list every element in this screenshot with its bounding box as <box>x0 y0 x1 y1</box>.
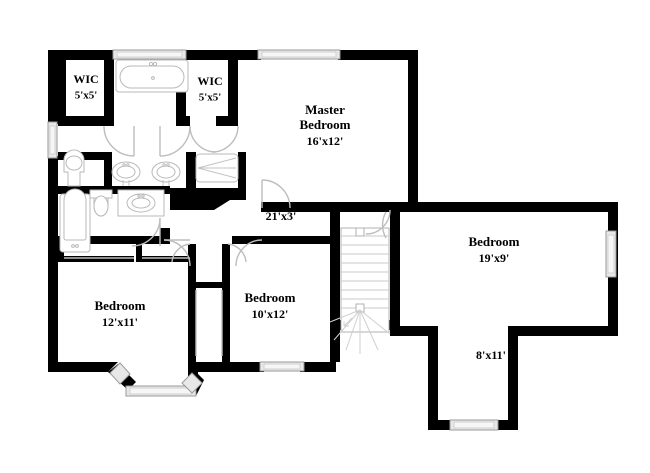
wall-shower-right <box>238 152 246 200</box>
door-bedroom-left <box>163 239 191 267</box>
wall-wic-left-right <box>104 60 114 126</box>
bedroom-left-name: Bedroom <box>94 298 145 313</box>
wall-bay-right-flat <box>188 362 198 376</box>
stair-top-post <box>355 227 365 237</box>
wall-left-bedroom-top <box>48 236 168 244</box>
wall-right-step <box>508 326 618 336</box>
wall-linen-shelf <box>188 282 230 288</box>
wall-wic-right-bottom-b <box>216 116 238 126</box>
stair-treads <box>341 235 389 309</box>
wall-top-mid <box>185 50 261 60</box>
wall-top-right <box>338 50 418 60</box>
door-master-bedroom <box>261 179 291 209</box>
wall-shower-left <box>186 152 196 200</box>
door-linen-right <box>227 243 247 263</box>
bedroom-right-dimensions: 19'x9' <box>479 251 510 265</box>
door-master-closet <box>211 125 239 153</box>
windows <box>47 49 617 431</box>
window-bath-top <box>112 49 187 60</box>
wall-wic-left-jamb <box>104 116 114 126</box>
wall-master-bottom <box>261 202 409 212</box>
wall-mid-bedroom-bottom-r <box>300 362 336 372</box>
walls <box>48 50 618 430</box>
wall-bedroom-right-top <box>390 202 618 212</box>
wall-hall-jamb <box>160 228 170 244</box>
wall-mid-bedroom-top <box>232 236 334 244</box>
door-wic-right <box>159 125 191 157</box>
vanity-sink-2-icon <box>151 161 181 186</box>
wall-left-closet-side <box>58 244 64 262</box>
wall-master-right <box>408 50 418 212</box>
wall-wic-right-right <box>228 60 238 126</box>
staircase <box>329 227 391 354</box>
bedroom-left-dimensions: 12'x11' <box>102 315 138 329</box>
window-right-wall <box>605 230 617 278</box>
master-bedroom-name-line2: Bedroom <box>299 117 350 132</box>
hallway-dimensions: 21'x3' <box>266 209 297 223</box>
shower-icon <box>195 153 239 183</box>
window-left-upper <box>47 121 58 159</box>
wall-wic-right-bottom-a <box>176 116 190 126</box>
wall-right-step-left <box>390 326 438 336</box>
bedroom-mid-name: Bedroom <box>244 290 295 305</box>
bedroom-right-name: Bedroom <box>468 234 519 249</box>
wall-stair-right <box>390 212 400 332</box>
window-bay-center <box>125 385 197 397</box>
wall-bath-left-stub <box>58 152 68 160</box>
wic-left-name: WIC <box>73 72 98 86</box>
wall-left-closet-end <box>136 244 142 262</box>
door-linen-left <box>171 243 191 263</box>
wall-left-closet-rod-a <box>58 256 134 262</box>
window-bay-left-pane <box>109 362 131 385</box>
stair-direction-arrow <box>343 317 353 327</box>
door-hall-bath <box>131 217 161 247</box>
wic-right-name: WIC <box>197 74 222 88</box>
wall-top-left <box>48 50 114 60</box>
door-master-bath <box>189 125 217 153</box>
wall-bay-left-flat <box>48 362 118 372</box>
window-bed-mid-bottom <box>259 361 305 372</box>
wic-right-dimensions: 5'x5' <box>199 92 222 104</box>
toilet-icon <box>89 189 113 217</box>
pedestal-sink-icon <box>63 149 85 187</box>
plumbing-fixtures <box>59 59 239 253</box>
bathtub-hall-icon <box>59 188 91 253</box>
wall-wic-right-left <box>176 60 186 126</box>
window-bay-right-pane <box>181 372 203 394</box>
stair-winder-treads <box>329 309 391 354</box>
wall-linen-left <box>188 244 196 362</box>
wall-hall-stub <box>112 236 168 244</box>
window-alcove-bottom <box>449 419 499 431</box>
wall-wic-left-bottom-a <box>58 116 104 126</box>
wall-bath-partition-bot <box>58 186 112 194</box>
linen-closet-door-lines <box>195 290 223 356</box>
wall-mid-bedroom-bottom-l <box>196 362 264 372</box>
wall-hall-thick-mass <box>170 188 246 210</box>
vanity-sink-3-icon <box>117 189 165 217</box>
wall-alcove-left <box>428 326 438 430</box>
door-bedroom-right <box>365 209 391 239</box>
bathtub-master-icon <box>115 59 189 93</box>
master-bedroom-dimensions: 16'x12' <box>307 134 344 148</box>
vanity-sink-1-icon <box>111 161 141 186</box>
wall-wic-left-outer <box>58 60 66 122</box>
wic-left-dimensions: 5'x5' <box>75 90 98 102</box>
wall-stair-left <box>330 212 340 362</box>
room-labels: WIC 5'x5' WIC 5'x5' Master Bedroom 16'x1… <box>73 72 519 362</box>
bedroom-mid-dimensions: 10'x12' <box>252 307 289 321</box>
wall-bath-partition-v <box>104 152 112 188</box>
doors <box>64 125 391 356</box>
master-bedroom-name-line1: Master <box>305 102 345 117</box>
window-master-top <box>257 49 341 60</box>
alcove-dimensions: 8'x11' <box>476 348 506 362</box>
door-bedroom-mid <box>235 239 263 267</box>
door-wic-left <box>103 125 135 157</box>
wall-left-closet-rod-b <box>142 256 192 262</box>
wall-linen-right <box>222 244 230 362</box>
wall-left-lower <box>48 156 58 371</box>
wall-left-upper <box>48 50 58 124</box>
wall-alcove-right <box>508 326 518 430</box>
